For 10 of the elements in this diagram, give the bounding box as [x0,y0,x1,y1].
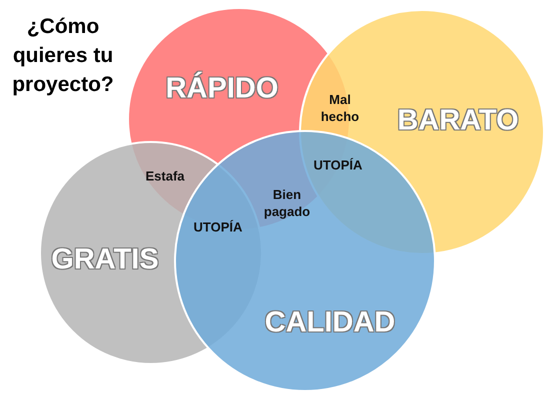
overlap-label: Bien pagado [262,187,312,221]
overlap-label: UTOPÍA [312,158,364,174]
circle-label: BARATO [397,104,519,138]
circle-label: RÁPIDO [166,72,278,106]
overlap-label: Mal hecho [320,92,360,126]
title: ¿Cómo quieres tu proyecto? [11,14,115,98]
circle-label: GRATIS [51,244,159,276]
overlap-label: UTOPÍA [192,220,244,236]
overlap-label: Estafa [144,168,186,186]
circle-label: CALIDAD [264,306,396,340]
